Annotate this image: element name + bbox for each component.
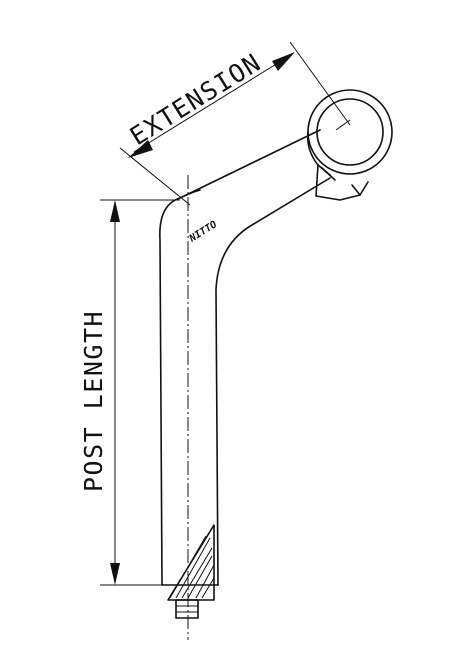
extension-arrow-right: [272, 52, 295, 71]
post-length-label: POST LENGTH: [79, 310, 108, 492]
brand-logo: NITTO: [187, 219, 219, 245]
extension-label: EXTENSION: [125, 48, 267, 152]
extension-dimension: EXTENSION: [119, 41, 351, 206]
post-length-arrow-top: [110, 200, 120, 222]
extension-extension-right: [289, 41, 351, 126]
stem-body: [159, 129, 331, 640]
extension-arrow-left: [128, 140, 153, 158]
handlebar-clamp: [306, 89, 393, 201]
wedge: [167, 524, 215, 619]
extension-extension-left: [119, 147, 191, 206]
post-length-arrow-bottom: [110, 563, 120, 585]
post-length-dimension: POST LENGTH: [79, 199, 180, 586]
extension-dimension-line: [133, 57, 287, 153]
